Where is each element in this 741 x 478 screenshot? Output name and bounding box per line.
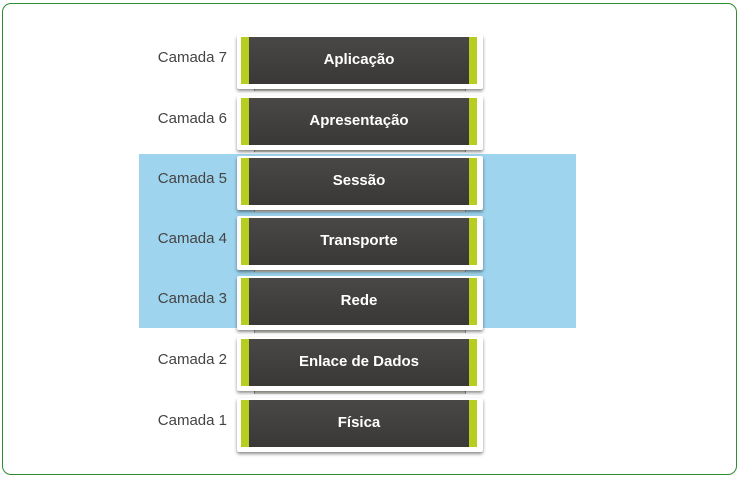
layer-row-7: Camada 7 Aplicação [0, 35, 741, 91]
layer-row-4: Camada 4 Transporte [0, 216, 741, 272]
layer-block-physical: Física [237, 398, 483, 452]
layer-block-application: Aplicação [237, 35, 483, 89]
layer-row-3: Camada 3 Rede [0, 276, 741, 332]
layer-block-body: Apresentação [241, 98, 477, 145]
layer-number-label: Camada 7 [157, 49, 227, 66]
layer-number-label: Camada 6 [157, 110, 227, 127]
layer-name: Enlace de Dados [298, 353, 420, 370]
layer-row-2: Camada 2 Enlace de Dados [0, 337, 741, 393]
layer-block-session: Sessão [237, 156, 483, 210]
layer-block-body: Rede [241, 278, 477, 325]
layer-block-network: Rede [237, 276, 483, 330]
layer-block-body: Sessão [241, 158, 477, 205]
layer-block-body: Física [241, 400, 477, 447]
layer-row-5: Camada 5 Sessão [0, 156, 741, 212]
layer-connector [254, 389, 466, 394]
layer-name: Aplicação [323, 51, 395, 68]
layer-name: Física [337, 414, 381, 431]
layer-block-body: Enlace de Dados [241, 339, 477, 386]
layer-block-transport: Transporte [237, 216, 483, 270]
layer-block-presentation: Apresentação [237, 96, 483, 150]
layer-number-label: Camada 4 [157, 230, 227, 247]
layer-connector [254, 328, 466, 333]
layer-block-data-link: Enlace de Dados [237, 337, 483, 391]
layer-name: Rede [340, 292, 378, 309]
layer-block-body: Transporte [241, 218, 477, 265]
layer-number-label: Camada 3 [157, 290, 227, 307]
layer-row-1: Camada 1 Física [0, 398, 741, 454]
layer-row-6: Camada 6 Apresentação [0, 96, 741, 152]
layer-number-label: Camada 1 [157, 412, 227, 429]
layer-name: Apresentação [309, 112, 409, 129]
layer-block-body: Aplicação [241, 37, 477, 84]
layer-name: Transporte [320, 232, 398, 249]
layer-number-label: Camada 5 [157, 170, 227, 187]
layer-number-label: Camada 2 [157, 351, 227, 368]
layer-name: Sessão [332, 172, 386, 189]
